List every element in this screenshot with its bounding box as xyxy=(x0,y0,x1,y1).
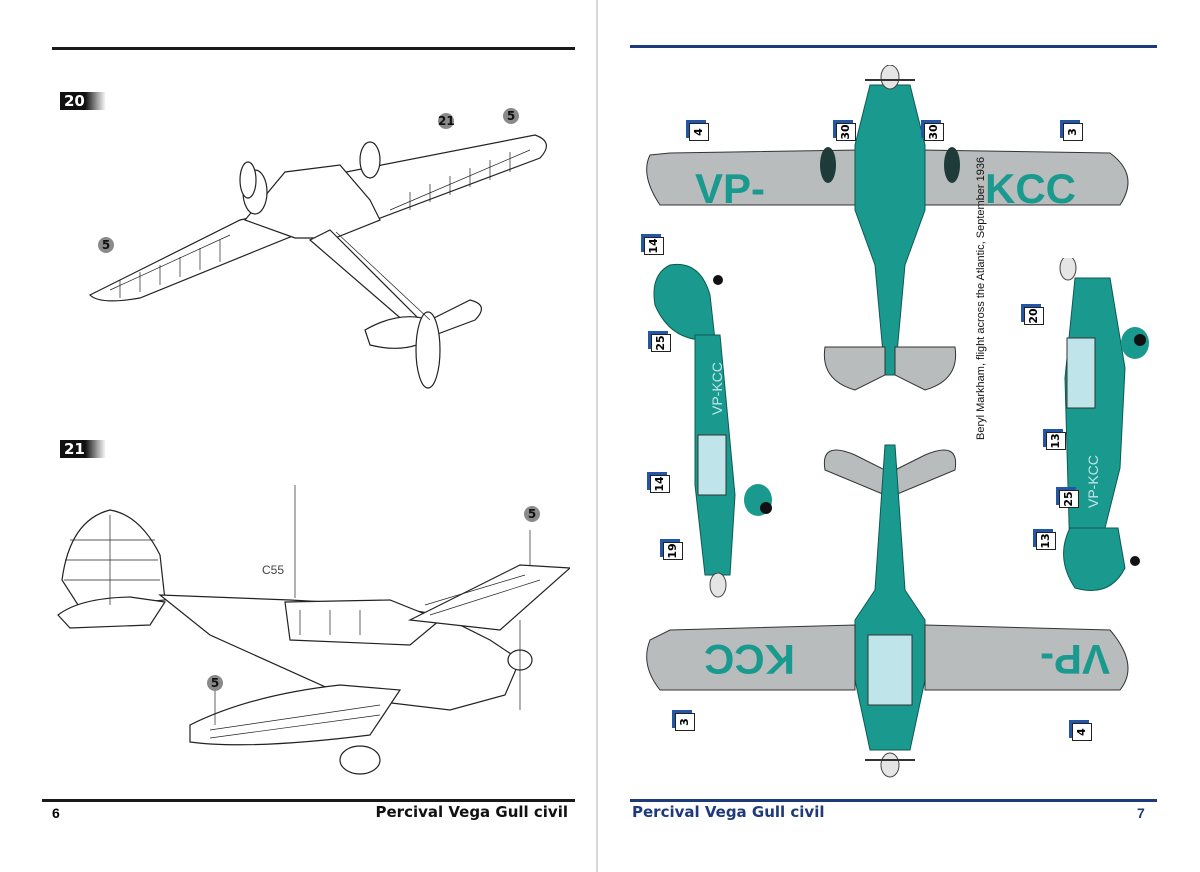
bottom-wing-text-left: KCC xyxy=(704,636,795,683)
decal-4: 4 xyxy=(1072,723,1092,741)
footer-title: Percival Vega Gull civil xyxy=(632,803,825,821)
decal-30: 30 xyxy=(924,123,944,141)
page-spine xyxy=(596,0,598,872)
decal-14: 14 xyxy=(644,237,664,255)
top-rule xyxy=(630,45,1157,48)
decal-25: 25 xyxy=(651,334,671,352)
left-side-view: VP-KCC xyxy=(653,263,772,598)
page-number: 7 xyxy=(1137,805,1145,821)
decal-3: 3 xyxy=(675,713,695,731)
decal-4: 4 xyxy=(689,123,709,141)
bottom-view-aircraft: KCC VP- xyxy=(646,444,1129,778)
callout-21: 21 xyxy=(438,113,455,129)
top-wing-text-right: KCC xyxy=(985,165,1076,212)
bottom-rule xyxy=(630,799,1157,802)
step-21-drawing xyxy=(57,485,570,775)
callout-5: 5 xyxy=(98,237,114,253)
decal-20: 20 xyxy=(1024,307,1044,325)
step-20-drawing xyxy=(88,134,547,389)
callout-5: 5 xyxy=(207,675,223,691)
footer-title: Percival Vega Gull civil xyxy=(375,803,569,821)
caption: Beryl Markham, flight across the Atlanti… xyxy=(975,156,987,440)
registration-text: VP-KCC xyxy=(709,362,725,415)
top-wing-text-left: VP- xyxy=(695,165,765,212)
right-side-view: VP-KCC xyxy=(1059,258,1149,591)
top-rule xyxy=(52,47,575,50)
decal-30: 30 xyxy=(836,123,856,141)
step-21-badge: 21 xyxy=(60,440,106,458)
left-page: 20 21 xyxy=(0,0,596,872)
right-page: VP- KCC 4 30 30 3 VP-KCC 14 25 14 19 VP-… xyxy=(600,0,1200,872)
step-20-badge: 20 xyxy=(60,92,106,110)
callout-5: 5 xyxy=(503,108,519,124)
top-view-aircraft: VP- KCC xyxy=(646,65,1129,391)
registration-text: VP-KCC xyxy=(1085,455,1101,508)
bottom-rule xyxy=(42,799,575,802)
decal-3: 3 xyxy=(1063,123,1083,141)
part-label-c55: C55 xyxy=(262,563,285,577)
bottom-wing-text-right: VP- xyxy=(1040,636,1110,683)
callout-5: 5 xyxy=(524,506,540,522)
page-number: 6 xyxy=(52,805,60,821)
